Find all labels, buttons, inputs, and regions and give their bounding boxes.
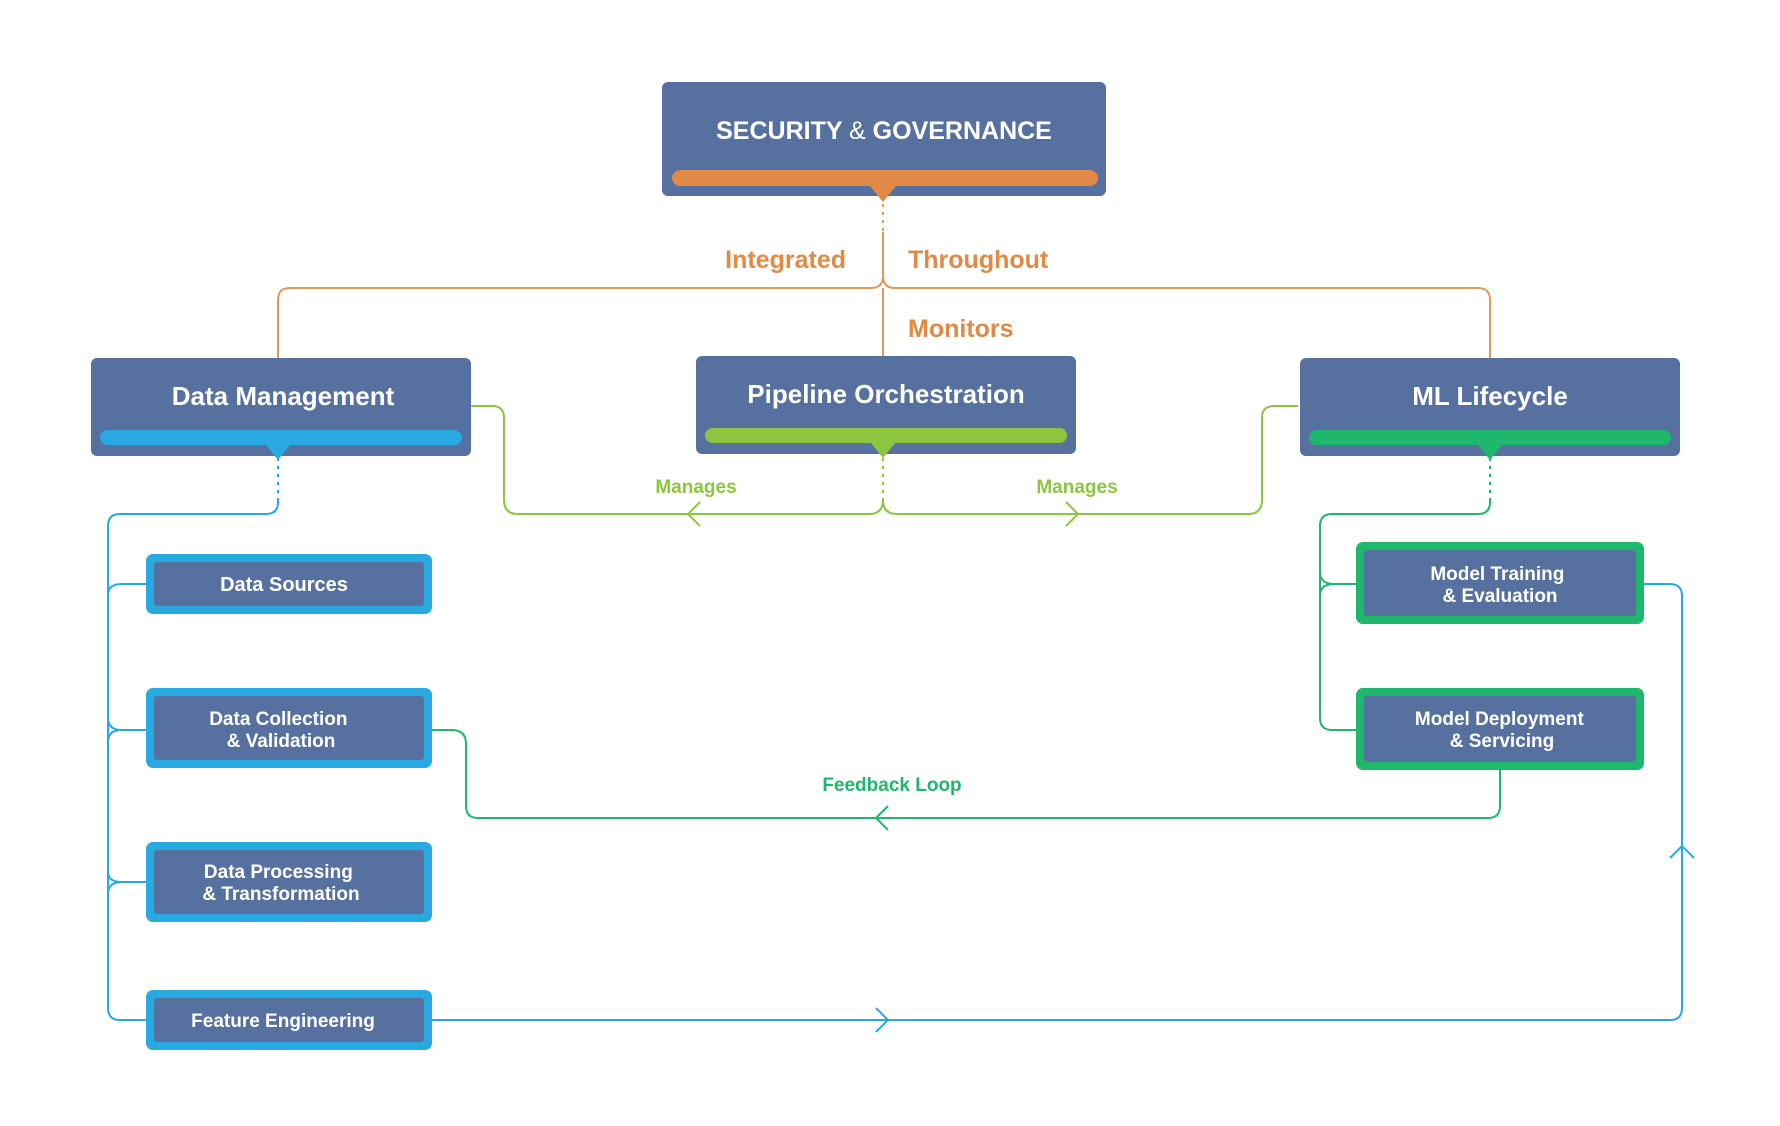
- data-management-title: Data Management: [172, 381, 395, 411]
- ml-tree-line: [1319, 498, 1491, 731]
- manages-connectors: [470, 405, 1298, 527]
- manages-line-right: [882, 405, 1298, 515]
- governance-line-to-data-management: [277, 232, 884, 358]
- ml-branch-training-b: [1319, 571, 1335, 585]
- tree-branch-processing-b: [107, 881, 123, 895]
- governance-line-to-ml-lifecycle: [882, 275, 1491, 358]
- step-model-training: Model Training & Evaluation: [1356, 542, 1644, 624]
- orange-accent-notch: [870, 186, 896, 202]
- ml-branch-training: [1319, 583, 1358, 597]
- tree-branch-collection-b: [107, 729, 123, 743]
- tree-branch-processing: [107, 871, 146, 883]
- ml-lifecycle-connectors: [432, 458, 1501, 831]
- model-deployment-label: Model Deployment & Servicing: [1415, 709, 1589, 752]
- orange-accent-bar: [672, 170, 1098, 186]
- step-data-collection: Data Collection & Validation: [146, 688, 432, 768]
- feedback-arrow-left: [874, 805, 889, 831]
- step-feature-engineering: Feature Engineering: [146, 990, 432, 1050]
- manages-arrow-right: [1065, 501, 1080, 527]
- manages-line-left: [470, 405, 884, 515]
- green-accent-notch: [1478, 445, 1502, 460]
- feature-arrow-up: [1669, 844, 1695, 859]
- pipeline-orchestration-title: Pipeline Orchestration: [747, 379, 1024, 409]
- step-data-sources: Data Sources: [146, 554, 432, 614]
- lime-accent-bar: [705, 428, 1067, 443]
- model-training-label: Model Training & Evaluation: [1430, 564, 1569, 607]
- security-governance-box: SECURITY & GOVERNANCE: [662, 82, 1106, 202]
- governance-connectors: [277, 196, 1491, 358]
- ml-lifecycle-title: ML Lifecycle: [1412, 381, 1568, 411]
- label-manages-right: Manages: [1036, 477, 1117, 498]
- manages-arrow-left: [686, 501, 701, 527]
- data-collection-label: Data Collection & Validation: [209, 709, 353, 752]
- feature-engineering-label: Feature Engineering: [191, 1011, 375, 1032]
- feedback-loop-line: [432, 729, 1501, 819]
- label-throughout: Throughout: [908, 246, 1049, 274]
- security-governance-title: SECURITY & GOVERNANCE: [716, 117, 1052, 145]
- label-manages-left: Manages: [655, 477, 736, 498]
- data-sources-label: Data Sources: [220, 574, 348, 596]
- pipeline-orchestration-box: Pipeline Orchestration: [696, 356, 1076, 458]
- step-data-processing: Data Processing & Transformation: [146, 842, 432, 922]
- label-integrated: Integrated: [725, 246, 846, 274]
- label-monitors: Monitors: [908, 315, 1014, 343]
- tree-branch-sources: [107, 583, 146, 596]
- blue-accent-notch: [266, 445, 290, 460]
- feature-to-training-line: [432, 583, 1683, 1021]
- step-model-deployment: Model Deployment & Servicing: [1356, 688, 1644, 770]
- green-accent-bar: [1309, 430, 1671, 445]
- data-management-box: Data Management: [91, 358, 471, 460]
- tree-branch-collection: [107, 717, 146, 731]
- data-processing-label: Data Processing & Transformation: [202, 862, 359, 905]
- data-management-connectors: [107, 458, 1695, 1033]
- blue-accent-bar: [100, 430, 462, 445]
- data-mgmt-tree-line: [107, 498, 279, 1021]
- lime-accent-notch: [871, 443, 895, 458]
- feature-arrow-right: [875, 1007, 890, 1033]
- label-feedback-loop: Feedback Loop: [822, 775, 961, 796]
- ml-lifecycle-box: ML Lifecycle: [1300, 358, 1680, 460]
